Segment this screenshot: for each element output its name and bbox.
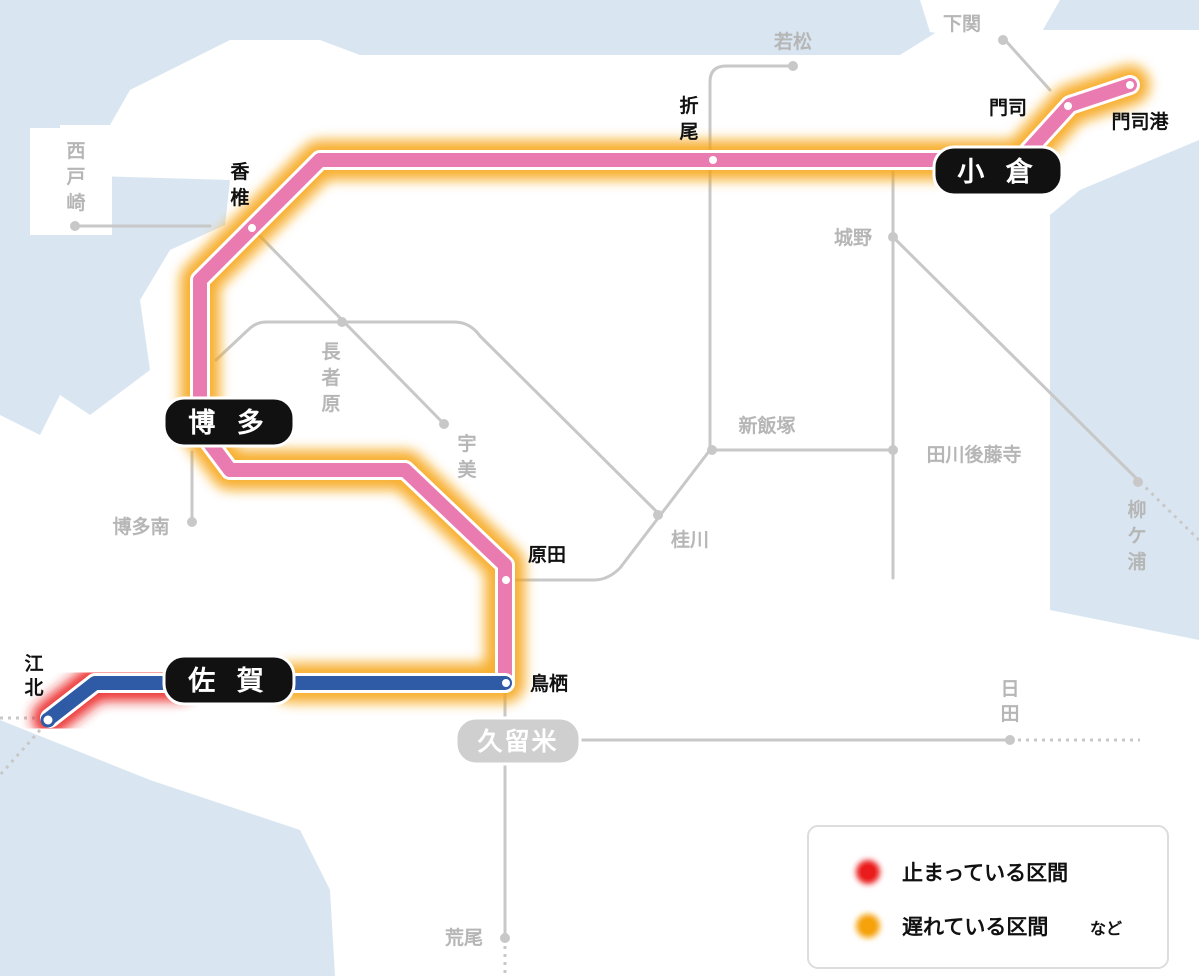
label-kouhoku-1: 江: [24, 653, 43, 675]
land-honshu: [920, 0, 1060, 40]
label-kokura: 小 倉: [957, 156, 1038, 188]
label-hita-1: 日: [1000, 678, 1019, 700]
dot-kouhoku: [40, 712, 56, 728]
dot-orio: [709, 156, 717, 164]
dot-moji: [1064, 102, 1072, 110]
pink-line: [190, 75, 1140, 693]
label-kashii-1: 香: [229, 161, 250, 183]
label-yanagigaura-1: 柳: [1127, 498, 1146, 521]
blue-line: [40, 673, 515, 728]
label-haruda: 原田: [528, 544, 566, 566]
legend-stopped: 止まっている区間: [902, 861, 1068, 885]
station-labels-black: 下関 門司港 門司 折 尾 香 椎 原田 鳥栖 江 北: [24, 13, 1169, 699]
label-kurume: 久留米: [477, 727, 558, 756]
legend-delayed: 遅れている区間: [902, 915, 1048, 939]
label-kouhoku-2: 北: [24, 677, 43, 699]
label-kashii-2: 椎: [230, 186, 249, 209]
label-shiniizuka: 新飯塚: [738, 414, 795, 437]
label-umi-1: 宇: [457, 433, 476, 455]
dot-haruda: [502, 576, 510, 584]
label-nishitozaki-1: 西: [66, 140, 85, 162]
label-hakata: 博 多: [188, 407, 269, 439]
label-jono: 城野: [834, 226, 872, 249]
label-chojabaru-2: 者: [321, 367, 340, 389]
label-wakamatsu: 若松: [774, 30, 812, 53]
legend: 止まっている区間 遅れている区間 など: [807, 825, 1169, 969]
badge-kokura[interactable]: 小 倉: [932, 145, 1064, 197]
other-lines: [73, 38, 1142, 940]
land-nishitozaki: [30, 128, 112, 235]
badge-hakata[interactable]: 博 多: [162, 396, 296, 448]
label-orio-1: 折: [679, 95, 698, 117]
label-tagawagotoji: 田川後藤寺: [926, 443, 1021, 466]
station-labels-gray: 若松 西 戸 崎 城野 長 者 原 宇 美 新飯塚 田川後藤寺 博多南 桂川 柳…: [66, 30, 1146, 949]
dot-mojiko: [1126, 81, 1134, 89]
label-moji: 門司: [989, 97, 1027, 119]
label-arao: 荒尾: [445, 926, 483, 949]
label-umi-2: 美: [457, 458, 477, 481]
badge-kurume[interactable]: 久留米: [454, 716, 582, 766]
label-nishitozaki-2: 戸: [66, 166, 85, 188]
label-mojiko: 門司港: [1111, 111, 1169, 133]
label-hakataminami: 博多南: [112, 515, 169, 538]
label-saga: 佐 賀: [187, 666, 269, 697]
label-yanagigaura-3: 浦: [1127, 550, 1146, 573]
label-tosu: 鳥栖: [530, 672, 568, 695]
label-chojabaru-3: 原: [321, 393, 340, 415]
label-shimonoseki: 下関: [943, 13, 981, 35]
label-orio-2: 尾: [679, 121, 698, 143]
dot-kashii: [248, 224, 256, 232]
dot-tosu: [502, 679, 510, 687]
label-hita-2: 田: [1000, 703, 1019, 725]
label-chojabaru-1: 長: [321, 341, 341, 363]
station-dots-white: [248, 81, 1134, 687]
badge-saga[interactable]: 佐 賀: [162, 654, 296, 706]
station-dots-gray: [70, 35, 1143, 943]
legend-etc: など: [1090, 919, 1122, 938]
label-yanagigaura-2: ケ: [1127, 525, 1146, 547]
label-nishitozaki-3: 崎: [66, 191, 85, 214]
label-keisen: 桂川: [670, 528, 709, 551]
